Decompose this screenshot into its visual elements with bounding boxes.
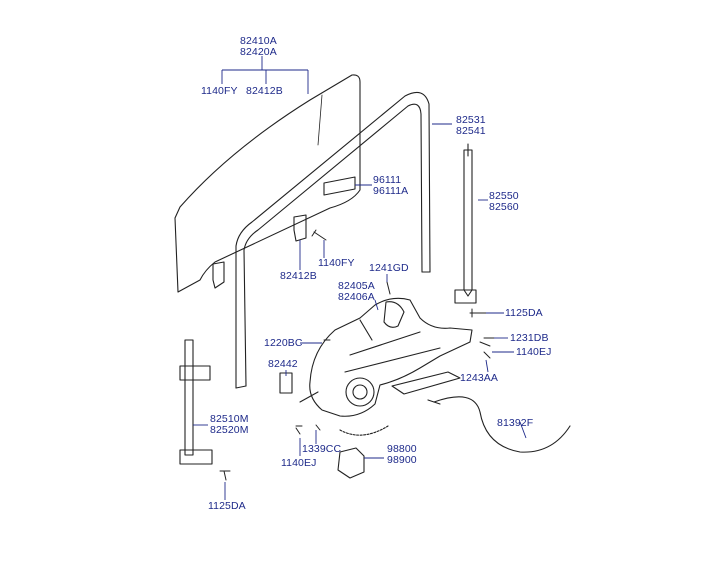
label-bolt-1241: 1241GD [369,262,409,274]
sector-gear-shape [339,425,389,436]
label-bolt-upper-left: 1140FY [201,85,238,97]
label-bolt-1339: 1339CC [302,443,342,455]
cable-shape [433,396,571,453]
glass-holder-shape [212,261,225,289]
motor-shape [337,447,365,479]
door-channel-shape [235,91,431,389]
right-guide-rail-shape [463,149,473,297]
label-cable: 81392F [497,417,534,429]
label-bolt-1125-left: 1125DA [208,500,246,512]
label-bolt-1243: 1243AA [460,372,498,384]
label-bolt-1140ej-right: 1140EJ [516,346,552,358]
label-bolt-1140ej-left: 1140EJ [281,457,317,469]
label-glass-holder-top: 82412B [246,85,283,97]
label-bolt-1125-right: 1125DA [505,307,543,319]
regulator-shape [309,297,473,417]
door-glass-shape [174,74,361,293]
left-guide-rail-shape [184,339,194,456]
label-bolt-1220: 1220BC [264,337,303,349]
label-bolt-mid: 1140FY [318,257,355,269]
glass-tape-shape [323,176,356,196]
label-part-82442: 82442 [268,358,298,370]
label-bolt-1231: 1231DB [510,332,549,344]
part-82442-shape [279,372,293,394]
label-glass-holder-mid: 82412B [280,270,317,282]
